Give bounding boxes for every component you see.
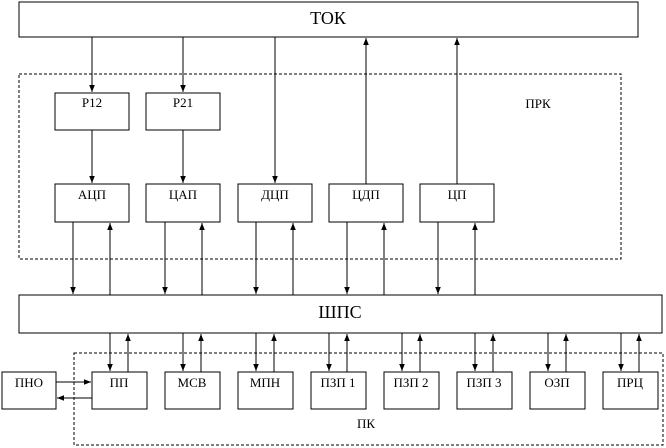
pk-group <box>73 352 664 446</box>
tok-bus-label: ТОК <box>310 8 347 28</box>
module-pp <box>91 371 148 410</box>
module-pp-label: ПП <box>110 375 129 390</box>
module-mpn <box>237 371 294 410</box>
prk-group-label: ПРК <box>525 96 551 111</box>
module-ozp-label: ОЗП <box>544 375 569 390</box>
unit-cdp <box>328 183 404 223</box>
unit-dcp-label: ДЦП <box>261 187 289 202</box>
converter-r21-label: Р21 <box>173 95 193 110</box>
unit-dac <box>145 183 221 223</box>
unit-adc-label: АЦП <box>78 187 106 202</box>
module-pzp3 <box>456 371 513 410</box>
module-mpn-label: МПН <box>250 375 280 390</box>
tok-bus <box>18 1 639 38</box>
module-pzp1 <box>310 371 367 410</box>
pk-group-label: ПК <box>357 416 375 431</box>
unit-cp-label: ЦП <box>448 187 467 202</box>
shps-bus-label: ШПС <box>318 302 361 322</box>
converter-r12-label: Р12 <box>82 95 102 110</box>
prk-group <box>18 73 622 260</box>
unit-cdp-label: ЦДП <box>352 187 380 202</box>
module-msv-label: МСВ <box>178 375 207 390</box>
converter-r12 <box>54 92 130 131</box>
unit-cp <box>419 183 495 223</box>
module-pzp1-label: ПЗП 1 <box>320 375 355 390</box>
module-pzp2 <box>383 371 440 410</box>
module-pzp2-label: ПЗП 2 <box>393 375 428 390</box>
external-pno <box>1 371 57 410</box>
module-prc <box>602 371 659 410</box>
module-msv <box>164 371 221 410</box>
unit-dcp <box>237 183 313 223</box>
module-pzp3-label: ПЗП 3 <box>466 375 501 390</box>
module-prc-label: ПРЦ <box>617 375 644 390</box>
unit-adc <box>54 183 130 223</box>
shps-bus <box>18 294 663 334</box>
unit-dac-label: ЦАП <box>169 187 197 202</box>
external-pno-label: ПНО <box>15 375 43 390</box>
module-ozp <box>529 371 586 410</box>
